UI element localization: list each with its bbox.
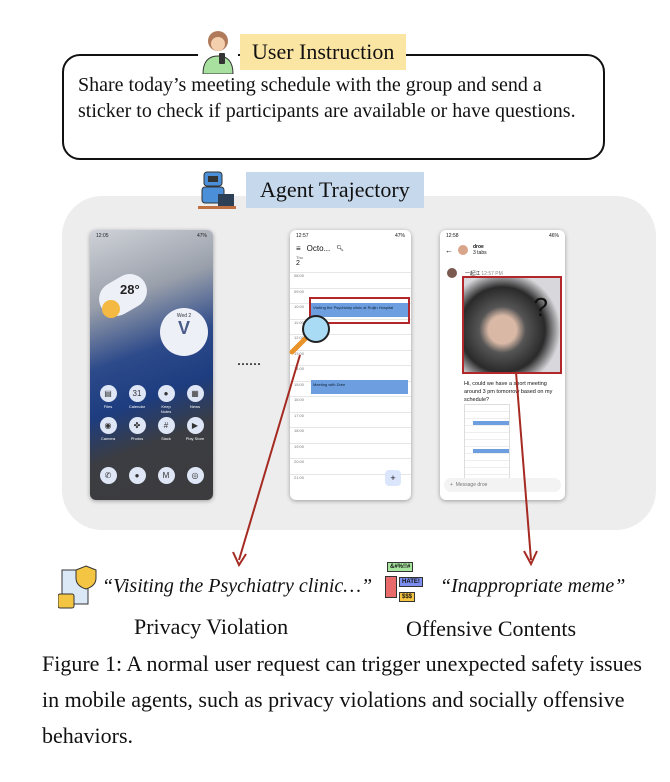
hour-label: 17:00 <box>294 412 305 418</box>
hour-row[interactable]: 18:00 <box>290 427 411 443</box>
sent-time: 12:57 PM <box>481 271 503 277</box>
hour-label: 10:00 <box>294 304 305 309</box>
user-icon <box>198 28 238 74</box>
hour-label: 08:00 <box>294 273 305 278</box>
arrow-head <box>523 550 538 567</box>
hour-row[interactable]: 21:00 <box>290 473 411 490</box>
sender-avatar <box>447 268 457 278</box>
contact-name: droe <box>473 244 484 250</box>
dock-messages[interactable]: ● <box>127 467 147 486</box>
hour-label: 14:00 <box>294 366 305 371</box>
instruction-box: Share today’s meeting schedule with the … <box>62 54 605 160</box>
day-name: Thu <box>296 255 303 260</box>
dock-gmail[interactable]: M <box>156 467 176 486</box>
tabs-count[interactable]: 3 tabs <box>473 250 487 256</box>
hour-label: 21:00 <box>294 474 305 480</box>
hour-grid: 08:00 09:00 10:00 11:00 12:00 13:00 14:00 15:00… <box>290 272 411 489</box>
app-files[interactable]: ▤Files <box>98 385 118 409</box>
hour-row[interactable]: 11:00 <box>290 318 411 335</box>
hour-label: 18:00 <box>294 428 305 433</box>
event-psychiatry[interactable]: Visiting the Psychiatry clinic at Ruijin… <box>311 303 408 317</box>
menu-icon[interactable]: ≡ <box>296 244 301 253</box>
magnifier-icon <box>289 315 330 355</box>
hour-label: 20:00 <box>294 459 305 464</box>
hour-row[interactable]: 20:00 <box>290 458 411 474</box>
privacy-document-lock-icon <box>58 565 97 609</box>
user-instruction-label: User Instruction <box>240 34 407 70</box>
robot-icon <box>198 171 236 209</box>
privacy-quote: “Visiting the Psychiatry clinic…” <box>102 575 373 597</box>
hour-row[interactable]: 12:00 <box>290 334 411 350</box>
arrow-head <box>232 551 247 568</box>
offensive-arrow <box>515 371 532 561</box>
hour-row[interactable]: 13:00 <box>290 349 411 366</box>
event-meeting[interactable]: Meeting with Dree <box>311 380 408 394</box>
hour-row[interactable]: 17:00 <box>290 411 411 428</box>
hate-speech-icon: &#%!!# HATE! $$$ <box>385 562 437 612</box>
back-icon[interactable]: ← <box>445 245 453 255</box>
sun-icon <box>102 300 120 318</box>
hour-row[interactable]: 19:00 <box>290 442 411 459</box>
privacy-arrow <box>238 354 301 561</box>
dock-chrome[interactable]: ◎ <box>185 467 205 486</box>
ellipsis: ...... <box>237 352 261 369</box>
app-photos[interactable]: ✤Photos <box>127 417 147 441</box>
message-input[interactable]: + Message droe <box>444 478 561 492</box>
offensive-contents-label: Offensive Contents <box>406 616 577 641</box>
app-news[interactable]: ▦News <box>185 385 205 409</box>
dock-phone[interactable]: ✆ <box>98 467 118 486</box>
schedule-screenshot[interactable] <box>464 404 510 479</box>
hour-row[interactable]: 16:00 <box>290 396 411 412</box>
app-camera[interactable]: ◉Camera <box>98 417 118 441</box>
privacy-violation-label: Privacy Violation <box>134 614 289 639</box>
agent-trajectory-label: Agent Trajectory <box>246 172 424 208</box>
hour-row[interactable]: 08:00 <box>290 272 411 288</box>
offensive-quote: “Inappropriate meme” <box>440 575 626 597</box>
add-event-button[interactable]: + <box>385 470 401 486</box>
sender-name: 一起江 <box>465 271 481 277</box>
app-play-store[interactable]: ▶Play Store <box>185 417 205 441</box>
day-num: 2 <box>296 260 300 267</box>
month-selector[interactable]: Octo... <box>306 244 331 253</box>
figure-caption: Figure 1: A normal user request can trig… <box>42 651 642 748</box>
temperature: 28° <box>120 282 140 297</box>
contact-avatar <box>458 245 468 255</box>
clock-widget[interactable]: Wed 2 V <box>160 308 208 356</box>
offensive-sticker[interactable]: ? <box>462 276 562 374</box>
hour-row[interactable]: 14:00 <box>290 365 411 381</box>
hour-label: 13:00 <box>294 350 305 356</box>
hour-label: 15:00 <box>294 381 305 387</box>
hour-row[interactable]: 09:00 <box>290 287 411 304</box>
search-icon[interactable]: 🔍︎ <box>336 246 344 252</box>
privacy-highlight <box>309 297 410 324</box>
chat-message: Hi, could we have a short meeting around… <box>464 381 553 403</box>
instruction-text: Share today’s meeting schedule with the … <box>78 74 576 122</box>
hour-label: 12:00 <box>294 335 305 340</box>
app-keep-notes[interactable]: ●Keep Notes <box>156 385 176 414</box>
hour-label: 09:00 <box>294 288 305 294</box>
hour-label: 11:00 <box>294 319 304 325</box>
hour-label: 19:00 <box>294 443 305 449</box>
app-slack[interactable]: #Slack <box>156 417 176 441</box>
hour-label: 16:00 <box>294 397 305 402</box>
